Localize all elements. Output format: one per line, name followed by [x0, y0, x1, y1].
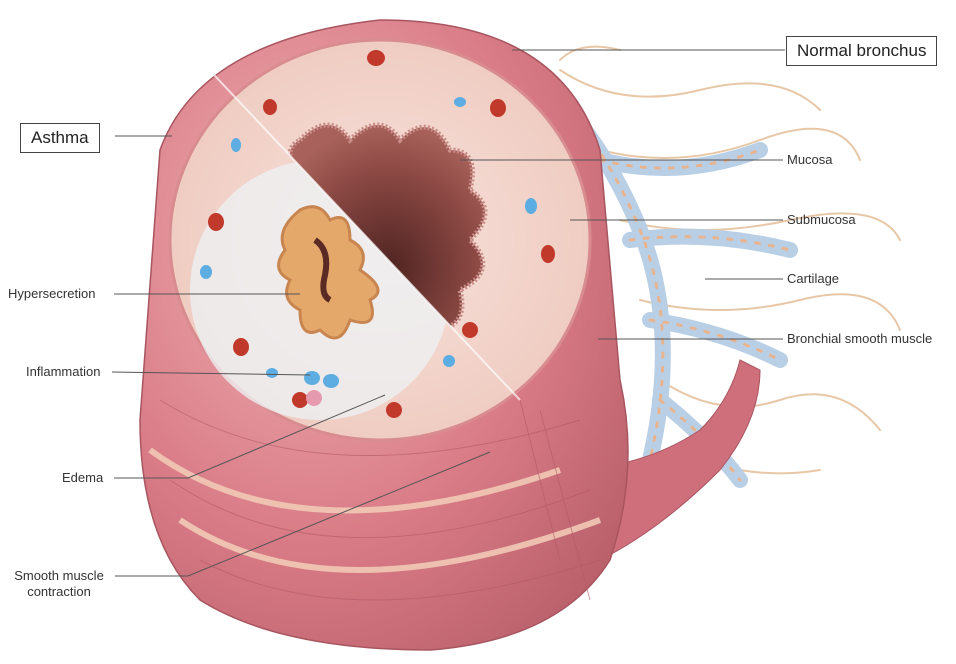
normal-bronchus-label: Normal bronchus [786, 36, 937, 66]
bronchial-smooth-muscle-label: Bronchial smooth muscle [787, 331, 932, 347]
contraction-line2: contraction [27, 584, 91, 599]
smooth-muscle-contraction-label: Smooth muscle contraction [6, 568, 112, 600]
cartilage-label: Cartilage [787, 271, 839, 287]
asthma-label: Asthma [20, 123, 100, 153]
contraction-line1: Smooth muscle [14, 568, 104, 583]
mucosa-label: Mucosa [787, 152, 833, 168]
hypersecretion-label: Hypersecretion [8, 286, 95, 302]
edema-label: Edema [62, 470, 103, 486]
submucosa-label: Submucosa [787, 212, 856, 228]
inflammation-label: Inflammation [26, 364, 100, 380]
